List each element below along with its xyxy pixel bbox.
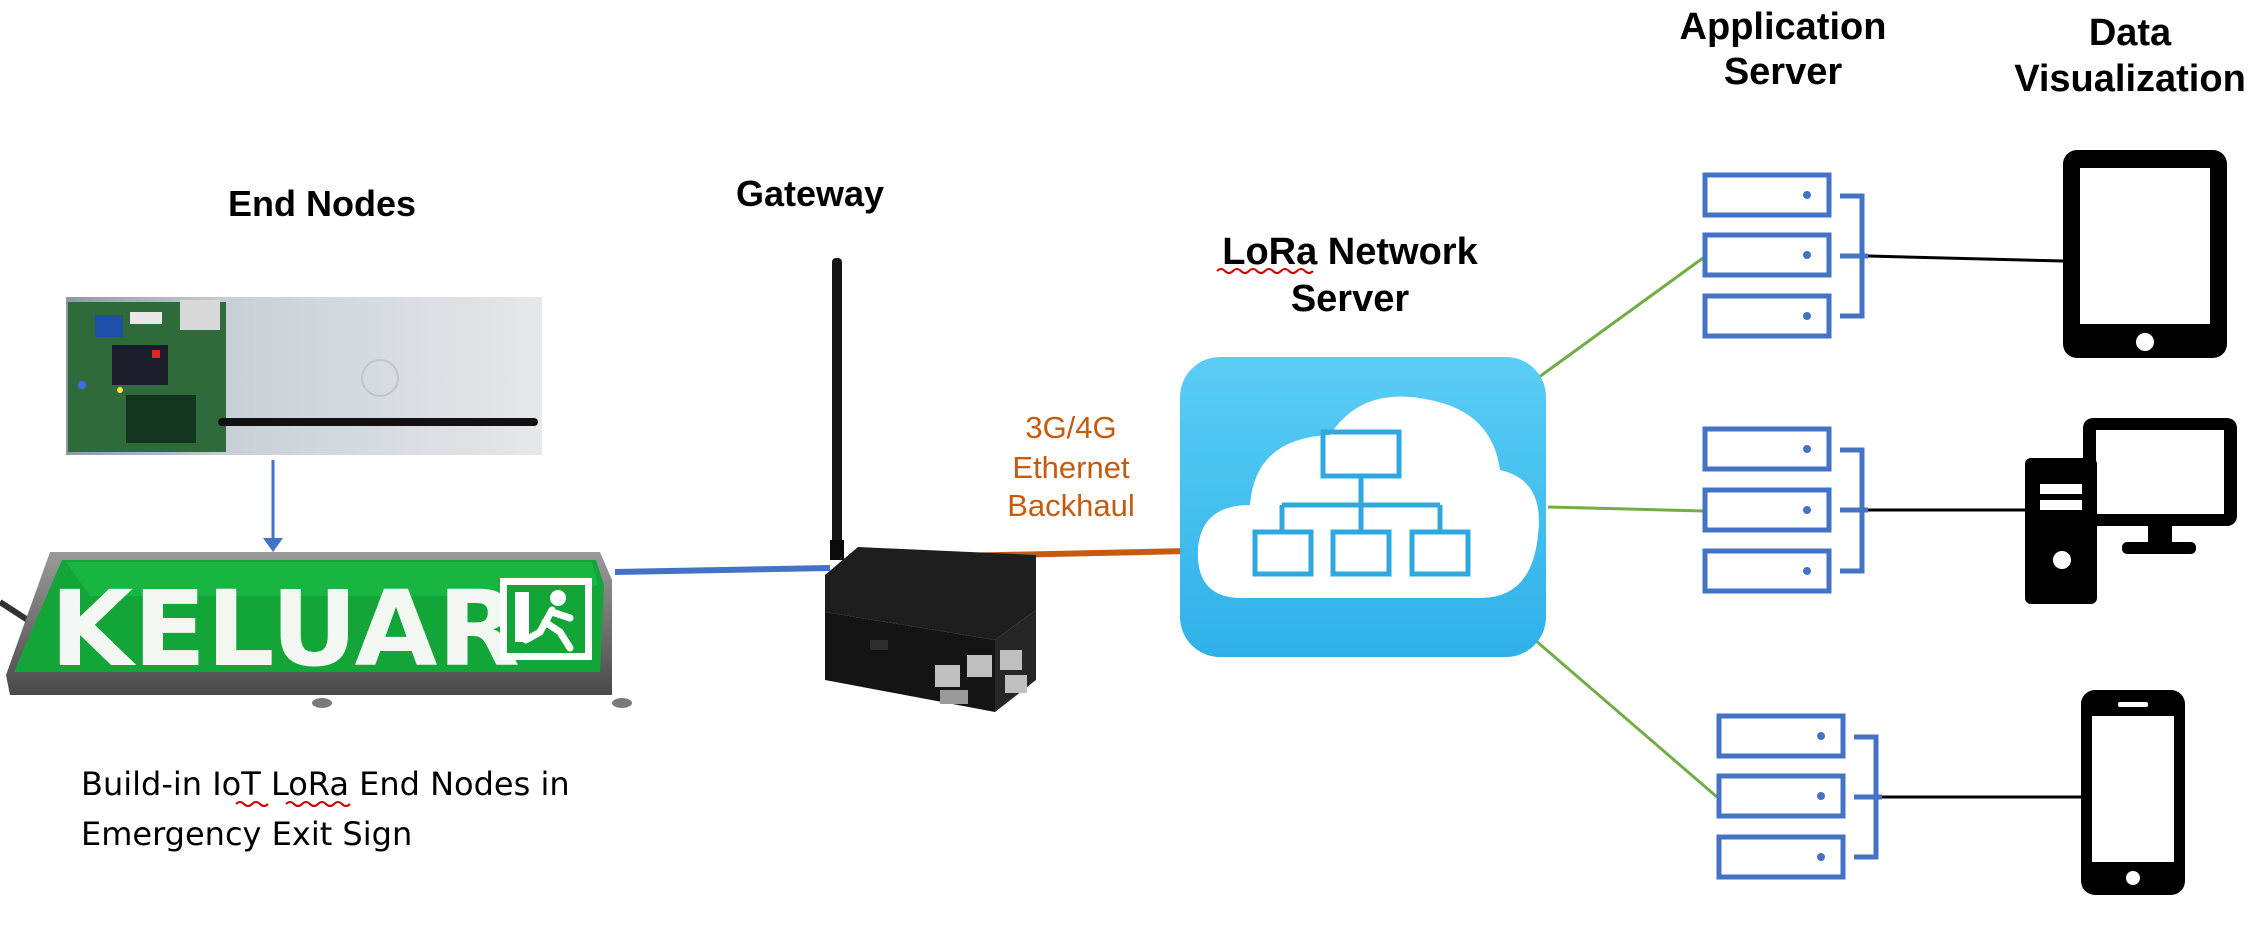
end-node-caption-line1: Build-in IoT LoRa End Nodes in <box>81 765 570 803</box>
server-stack-icon <box>1702 172 1868 339</box>
spellcheck-underline <box>235 801 351 807</box>
network-server-title-line1: LoRa Network <box>1222 231 1478 273</box>
circuit-board-photo <box>66 297 542 455</box>
backhaul-label-line2: Ethernet <box>1012 450 1130 485</box>
server-stack-icon <box>1817 732 1825 861</box>
exit-sign-icon: KELUAR <box>0 552 632 708</box>
server-to-tablet-link <box>1867 254 2064 263</box>
application-server-title-line1: Application <box>1680 6 1887 48</box>
end-nodes-title: End Nodes <box>228 183 416 224</box>
server-stack-icon <box>1803 191 1811 320</box>
cloud-to-app-server-2-link <box>1547 505 1704 513</box>
end-node-to-gateway-link <box>614 565 831 575</box>
cloud-to-app-server-1-link <box>1534 256 1704 382</box>
spellcheck-underline <box>1216 268 1314 274</box>
gateway-title: Gateway <box>736 173 884 214</box>
data-visualization-title-line2: Visualization <box>2014 58 2246 100</box>
cloud-to-app-server-3-link <box>1534 638 1718 799</box>
raspberry-pi-gateway-icon <box>825 258 1036 712</box>
end-node-caption-line2: Emergency Exit Sign <box>81 815 412 853</box>
server-stack-icon <box>1716 713 1882 880</box>
backhaul-label-line1: 3G/4G <box>1025 410 1116 445</box>
desktop-computer-icon <box>2025 418 2237 604</box>
server-stack-icon <box>1803 445 1811 575</box>
application-server-title-line2: Server <box>1724 51 1843 93</box>
backhaul-label-line3: Backhaul <box>1007 488 1135 523</box>
cloud-network-icon <box>1180 357 1546 657</box>
end-node-arrowhead <box>263 538 283 552</box>
tablet-icon <box>2063 150 2227 358</box>
exit-sign-text: KELUAR <box>50 568 520 690</box>
server-stack-icon <box>1702 426 1868 594</box>
data-visualization-title-line1: Data <box>2089 12 2172 54</box>
network-server-title-line2: Server <box>1291 278 1410 320</box>
smartphone-icon <box>2081 690 2185 895</box>
